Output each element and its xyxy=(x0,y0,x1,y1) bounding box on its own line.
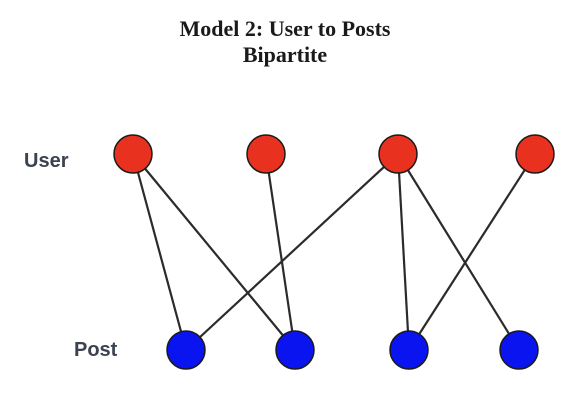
title-line-1: Model 2: User to Posts xyxy=(179,16,391,41)
title-line-2: Bipartite xyxy=(242,42,328,67)
diagram-title: Model 2: User to Posts Bipartite xyxy=(0,16,570,68)
edge-u1-p2 xyxy=(132,153,296,351)
edge-u3-p4 xyxy=(397,153,520,351)
post-node-p3 xyxy=(389,330,429,370)
edge-u3-p3 xyxy=(396,153,411,351)
nodes-layer xyxy=(113,134,555,370)
user-node-u4 xyxy=(515,134,555,174)
user-node-u2 xyxy=(246,134,286,174)
edges-layer xyxy=(131,153,536,351)
user-row-label: User xyxy=(24,150,69,172)
post-node-p2 xyxy=(275,330,315,370)
post-row-label: Post xyxy=(74,339,118,361)
user-node-u1 xyxy=(113,134,153,174)
edge-u4-p3 xyxy=(408,153,536,351)
post-node-p1 xyxy=(166,330,206,370)
edge-u1-p1 xyxy=(131,153,188,351)
edge-u2-p2 xyxy=(264,153,297,351)
edge-u3-p1 xyxy=(185,153,399,351)
user-node-u3 xyxy=(378,134,418,174)
post-node-p4 xyxy=(499,330,539,370)
